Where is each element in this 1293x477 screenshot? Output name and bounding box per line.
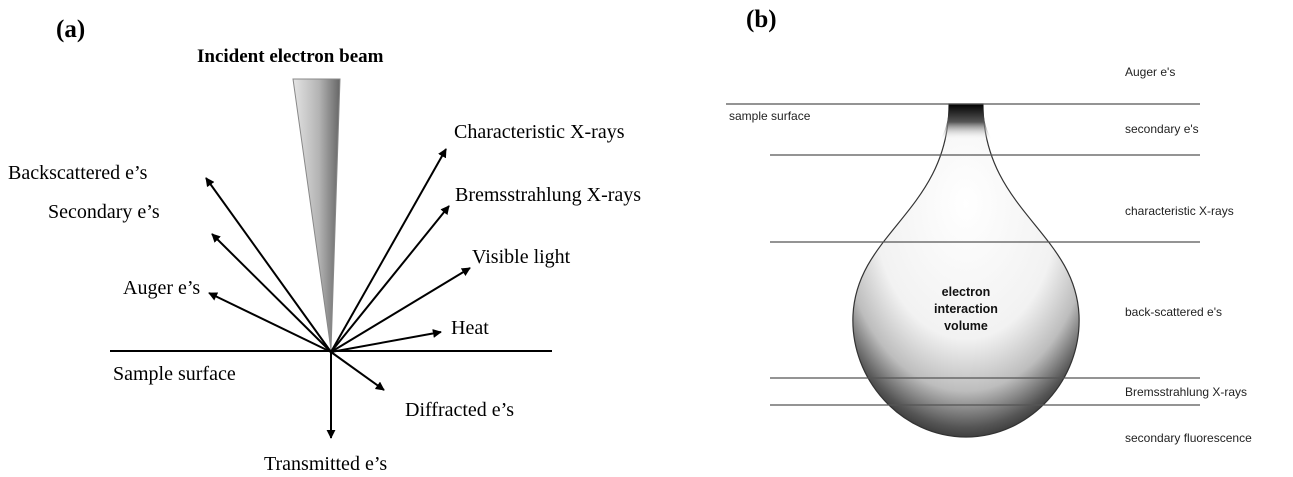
panel-b: (b) sample surface electron interaction … [726, 6, 1252, 445]
auger-label: Auger e’s [123, 277, 200, 299]
auger-arrow [208, 292, 332, 353]
characteristic-xray-label: Characteristic X-rays [454, 121, 625, 143]
backscattered-label: Backscattered e’s [8, 162, 148, 184]
sample-surface-label-b: sample surface [729, 109, 811, 123]
bremsstrahlung-arrow [330, 205, 450, 353]
visible-light-arrow [330, 267, 471, 353]
secondary-layer-label: secondary e's [1125, 122, 1199, 136]
diffracted-label: Diffracted e’s [405, 399, 514, 421]
volume-label-line-1: electron [942, 285, 991, 299]
fluorescence-layer-label: secondary fluorescence [1125, 431, 1252, 445]
interaction-volume-neck [940, 104, 992, 140]
visible-light-label: Visible light [472, 246, 571, 268]
backscattered-layer-label: back-scattered e's [1125, 305, 1222, 319]
volume-label-line-3: volume [944, 319, 988, 333]
heat-label: Heat [451, 317, 489, 339]
bremsstrahlung-label: Bremsstrahlung X-rays [455, 184, 641, 206]
backscattered-arrow [205, 177, 332, 353]
bremsstrahlung-layer-label: Bremsstrahlung X-rays [1125, 385, 1247, 399]
auger-layer-label: Auger e's [1125, 65, 1175, 79]
incident-beam-title: Incident electron beam [197, 46, 384, 67]
electron-interaction-volume [852, 103, 1080, 438]
heat-arrow [330, 329, 442, 353]
characteristic-layer-label: characteristic X-rays [1125, 204, 1234, 218]
secondary-label: Secondary e’s [48, 201, 160, 223]
panel-b-label: (b) [746, 6, 777, 33]
transmitted-label: Transmitted e’s [264, 453, 387, 475]
characteristic-xray-arrow [330, 148, 447, 353]
volume-label-line-2: interaction [934, 302, 998, 316]
panel-a: (a) Incident electron beam Sample surfac… [8, 16, 641, 475]
diffracted-arrow [330, 351, 385, 391]
panel-a-label: (a) [56, 16, 85, 43]
secondary-arrow [211, 233, 332, 353]
sample-surface-label: Sample surface [113, 363, 236, 385]
incident-beam-cone [292, 78, 341, 351]
